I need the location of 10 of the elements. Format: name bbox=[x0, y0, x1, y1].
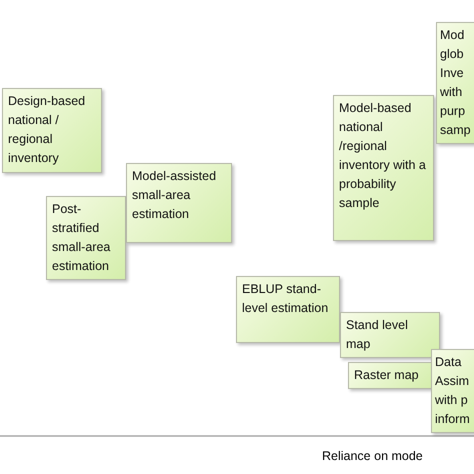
text-box: Mod glob Inve with purp samp bbox=[436, 22, 474, 144]
axis-label: Reliance on mode bbox=[322, 449, 423, 463]
text-box: EBLUP stand-level estimation bbox=[236, 276, 340, 343]
text-box: Stand level map bbox=[340, 312, 440, 358]
text-box: Raster map bbox=[348, 362, 434, 389]
text-box: Data Assim with p inform bbox=[431, 349, 474, 433]
text-box: Model-based national /regional inventory with a probability sample bbox=[333, 95, 434, 241]
text-box: Model-assisted small-area estimation bbox=[126, 163, 232, 243]
text-box: Post-stratified small-area estimation bbox=[46, 196, 126, 280]
text-box: Design-based national / regional inventory bbox=[2, 88, 102, 173]
